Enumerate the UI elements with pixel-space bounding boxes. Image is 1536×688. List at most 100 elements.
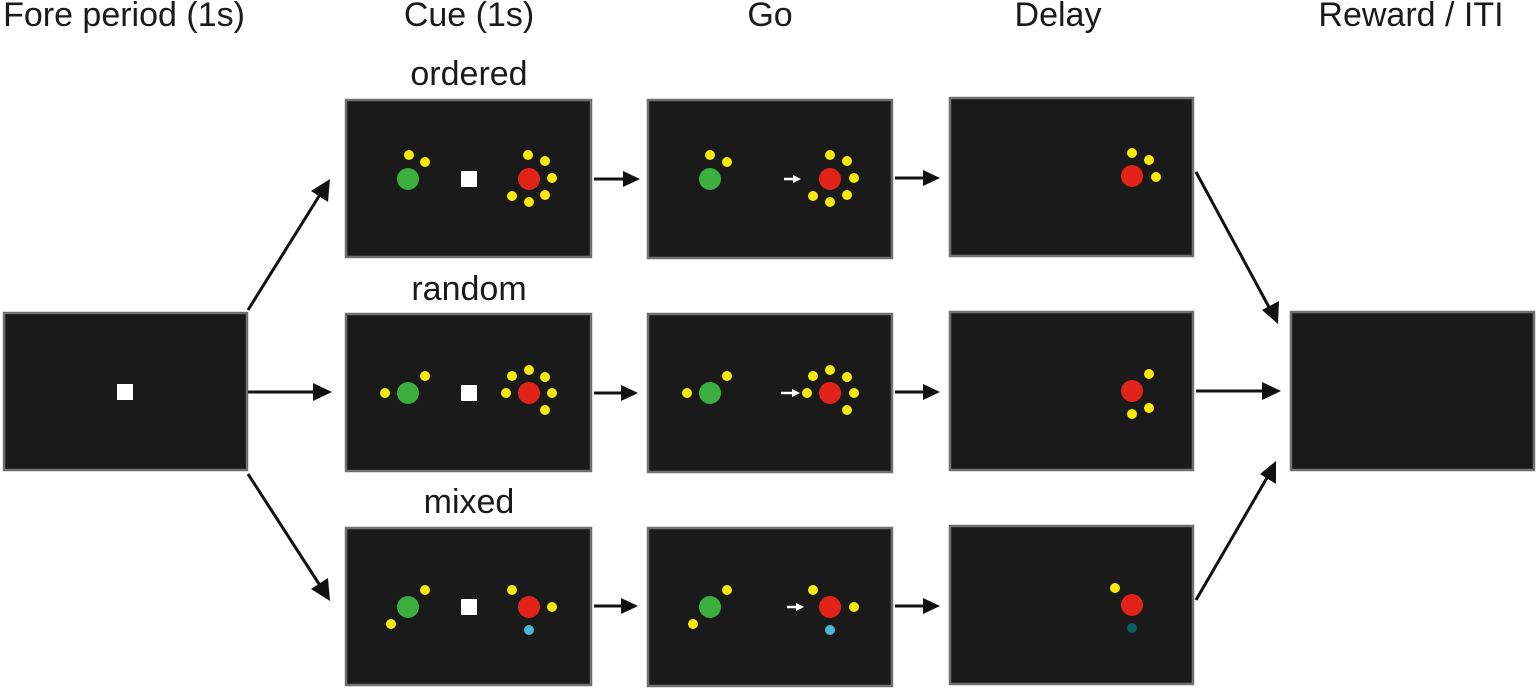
screen-background	[1289, 310, 1536, 472]
sequence-dot	[524, 197, 534, 207]
flow-arrow-delay-ordered-to-reward	[1194, 171, 1279, 324]
cursor-arrow-icon	[787, 603, 804, 611]
stage-header-reward-iti: Reward / ITI	[1318, 0, 1503, 34]
screen-reward-iti	[1289, 310, 1536, 472]
flow-arrow-go-to-delay-random	[895, 384, 940, 400]
sequence-dot	[849, 602, 859, 612]
end-target	[1121, 165, 1143, 187]
sequence-dot	[523, 150, 533, 160]
screen-go-mixed	[646, 526, 894, 688]
flow-arrow-fore-to-ordered	[246, 179, 330, 311]
sequence-dot	[722, 585, 732, 595]
sequence-dot	[825, 365, 835, 375]
end-target	[1121, 594, 1143, 616]
sequence-dot	[825, 150, 835, 160]
screen-delay-random	[948, 310, 1195, 472]
sequence-dot	[849, 173, 859, 183]
sequence-dot	[722, 157, 732, 167]
sequence-dot	[501, 388, 511, 398]
fixation-square	[117, 384, 133, 400]
screen-fore-period	[2, 311, 249, 472]
start-target	[397, 382, 419, 404]
screen-go-random	[646, 312, 894, 474]
stage-header-cue: Cue (1s)	[404, 0, 534, 34]
sequence-dot	[1151, 172, 1161, 182]
flow-arrow-go-to-delay-ordered	[895, 170, 940, 186]
sequence-dot	[842, 190, 852, 200]
cursor-arrow-icon	[781, 389, 800, 397]
sequence-dot	[540, 372, 550, 382]
sequence-dot	[802, 388, 812, 398]
sequence-dot	[540, 190, 550, 200]
sequence-dot	[849, 388, 859, 398]
cyan-dot	[524, 625, 534, 635]
sequence-dot	[1144, 155, 1154, 165]
sequence-dot	[404, 150, 414, 160]
cursor-arrow-icon	[784, 175, 801, 183]
cyan-dot	[825, 625, 835, 635]
sequence-dot	[808, 371, 818, 381]
sequence-dot	[1144, 369, 1154, 379]
end-target	[819, 382, 841, 404]
condition-label-mixed: mixed	[424, 483, 515, 521]
screen-background	[948, 310, 1195, 472]
start-target	[397, 596, 419, 618]
end-target	[518, 168, 540, 190]
sequence-dot	[1144, 403, 1154, 413]
sequence-dot	[380, 388, 390, 398]
sequence-dot	[524, 365, 534, 375]
screen-delay-ordered	[948, 96, 1195, 258]
sequence-dot	[1127, 148, 1137, 158]
sequence-dot	[540, 156, 550, 166]
sequence-dot	[547, 602, 557, 612]
sequence-dot	[547, 173, 557, 183]
end-target	[1121, 380, 1143, 402]
flow-arrow-go-to-delay-mixed	[895, 598, 940, 614]
sequence-dot	[808, 585, 818, 595]
sequence-dot	[825, 197, 835, 207]
start-target	[397, 168, 419, 190]
flow-arrow-delay-mixed-to-reward	[1194, 461, 1276, 601]
sequence-dot	[688, 619, 698, 629]
sequence-dot	[842, 372, 852, 382]
sequence-dot	[808, 191, 818, 201]
sequence-dot	[420, 371, 430, 381]
sequence-dot	[540, 405, 550, 415]
fixation-square	[461, 599, 477, 615]
dark-cyan-dot	[1127, 623, 1137, 633]
flow-arrow-cue-to-go-mixed	[594, 598, 638, 614]
end-target	[518, 382, 540, 404]
flow-arrow-fore-to-mixed	[246, 473, 330, 601]
start-target	[699, 382, 721, 404]
screen-cue-mixed	[344, 526, 593, 687]
fixation-square	[461, 171, 477, 187]
stage-header-go: Go	[747, 0, 792, 34]
sequence-dot	[507, 191, 517, 201]
end-target	[518, 596, 540, 618]
sequence-dot	[1127, 409, 1137, 419]
sequence-dot	[682, 388, 692, 398]
flow-arrow-delay-random-to-reward	[1196, 382, 1281, 400]
screen-background	[948, 524, 1195, 686]
flow-arrow-cue-to-go-random	[594, 385, 638, 401]
sequence-dot	[420, 585, 430, 595]
sequence-dot	[507, 585, 517, 595]
sequence-dot	[705, 150, 715, 160]
sequence-dot	[386, 619, 396, 629]
sequence-dot	[842, 156, 852, 166]
sequence-dot	[722, 371, 732, 381]
screen-cue-ordered	[344, 98, 593, 259]
stage-header-delay: Delay	[1015, 0, 1102, 34]
start-target	[699, 168, 721, 190]
sequence-dot	[1110, 583, 1120, 593]
screen-cue-random	[344, 312, 593, 473]
fixation-square	[461, 385, 477, 401]
flow-arrow-cue-to-go-ordered	[594, 171, 640, 187]
stage-header-fore-period: Fore period (1s)	[3, 0, 245, 34]
condition-label-random: random	[411, 270, 526, 308]
end-target	[819, 168, 841, 190]
start-target	[699, 596, 721, 618]
condition-label-ordered: ordered	[410, 55, 527, 93]
screen-go-ordered	[646, 98, 894, 260]
